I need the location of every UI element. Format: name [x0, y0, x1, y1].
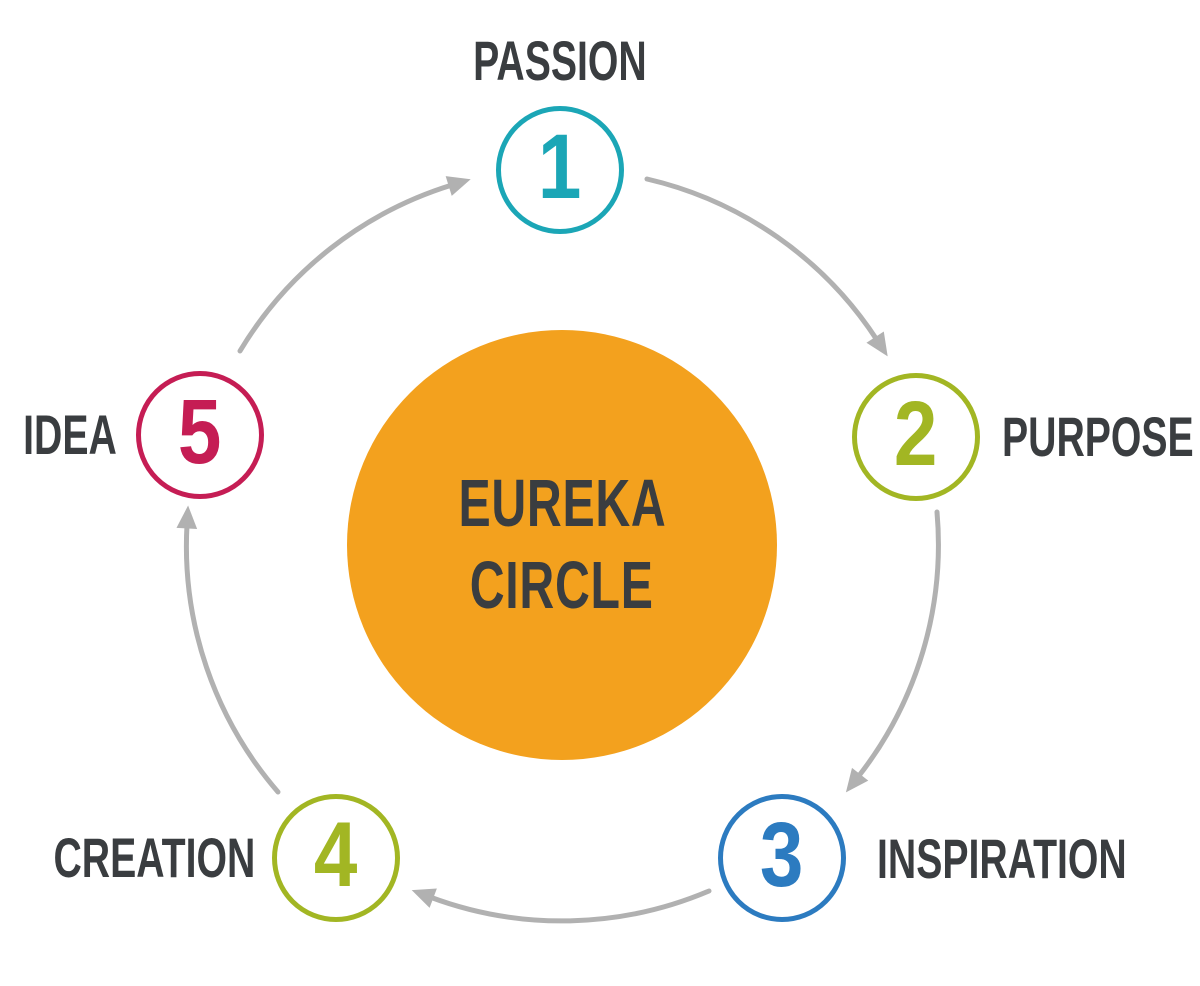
step-label-purpose: PURPOSE: [1002, 405, 1200, 468]
node-circle-inspiration: 3: [718, 794, 846, 922]
node-number-purpose: 2: [894, 383, 938, 485]
node-circle-passion: 1: [496, 106, 624, 234]
node-number-idea: 5: [178, 381, 222, 483]
arrow-purpose-to-inspiration: [845, 509, 941, 793]
node-circle-idea: 5: [136, 371, 264, 499]
center-circle: EUREKA CIRCLE: [347, 330, 777, 760]
arrow-creation-to-idea: [176, 505, 281, 795]
node-number-creation: 4: [314, 804, 358, 906]
step-label-passion-text: PASSION: [473, 29, 647, 92]
arrow-idea-to-passion: [237, 176, 471, 354]
step-label-inspiration-text: INSPIRATION: [877, 827, 1127, 890]
step-label-inspiration: INSPIRATION: [877, 827, 1200, 890]
node-circle-creation: 4: [272, 794, 400, 922]
node-circle-purpose: 2: [852, 373, 980, 501]
arrow-passion-to-purpose: [644, 176, 888, 357]
node-number-passion: 1: [538, 116, 582, 218]
step-label-idea-text: IDEA: [23, 403, 117, 466]
node-number-inspiration: 3: [760, 804, 804, 906]
step-label-creation: CREATION: [0, 826, 255, 889]
diagram-title-line1: EUREKA: [457, 466, 667, 541]
step-label-idea: IDEA: [0, 403, 117, 466]
step-label-creation-text: CREATION: [53, 826, 255, 889]
step-label-purpose-text: PURPOSE: [1002, 405, 1194, 468]
step-label-passion: PASSION: [360, 29, 760, 92]
diagram-title-line2: CIRCLE: [470, 548, 654, 623]
arrow-inspiration-to-creation: [411, 888, 712, 924]
